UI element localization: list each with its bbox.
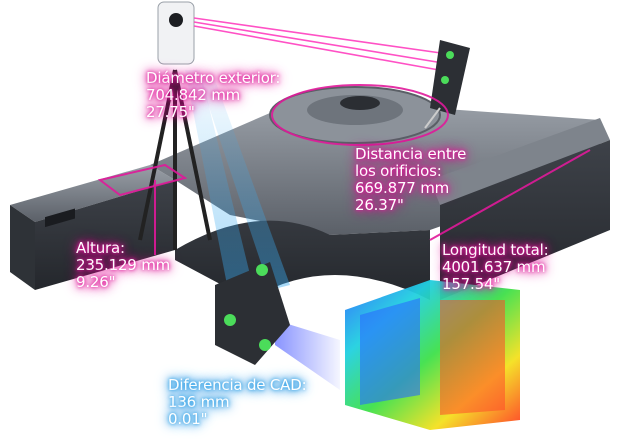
hole-distance-metric: 669.877 mm [355,179,450,197]
cad-heatmap-section [345,280,520,430]
total-length-metric: 4001.637 mm [442,258,546,276]
cad-difference-callout: Diferencia de CAD: 136 mm 0.01" [168,376,307,428]
frame-body [150,86,610,300]
outer-diameter-callout: Diámetro exterior: 704.842 mm 27.75" [146,70,280,121]
total-length-imperial: 157.54" [442,275,500,293]
hole-distance-imperial: 26.37" [355,196,404,214]
laser-tracker-icon [138,1,212,250]
cad-difference-imperial: 0.01" [168,410,208,428]
3d-scanner-icon [215,262,290,365]
hole-distance-label-2: los orificios: [355,162,442,180]
cad-difference-label: Diferencia de CAD: [168,376,307,394]
hole-distance-callout: Distancia entre los orificios: 669.877 m… [355,146,466,214]
outer-diameter-metric: 704.842 mm [146,86,241,104]
hole-distance-label-1: Distancia entre [355,145,467,163]
height-label: Altura: [76,239,125,257]
height-imperial: 9.26" [76,273,116,291]
outer-diameter-label: Diámetro exterior: [146,69,281,87]
dimension-highlights [97,84,591,255]
height-metric: 235.129 mm [76,256,171,274]
outer-diameter-imperial: 27.75" [146,103,195,121]
handheld-probe-icon [424,40,470,129]
total-length-label: Longitud total: [442,241,549,259]
total-length-callout: Longitud total: 4001.637 mm 157.54" [442,242,549,293]
scan-beams [185,70,340,390]
laser-beams [193,17,456,73]
height-callout: Altura: 235.129 mm 9.26" [76,240,170,291]
cad-difference-metric: 136 mm [168,393,230,411]
left-beam [10,165,175,290]
